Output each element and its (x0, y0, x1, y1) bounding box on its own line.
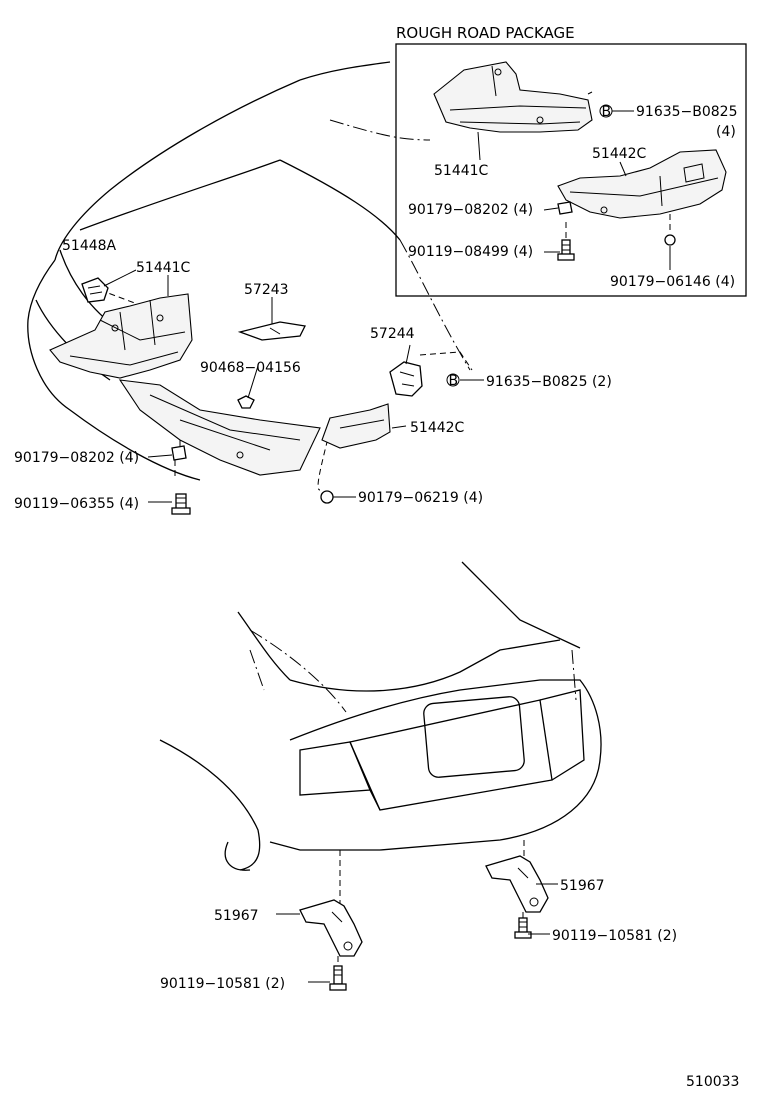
label-51442C: 51442C (410, 420, 465, 436)
callout-labels: 51441C 91635−B0825 (4) 51442C 90179−0820… (14, 104, 739, 1090)
b-marker-letter: B (449, 373, 459, 389)
part-57244 (389, 361, 423, 397)
label-51441C-inset: 51441C (434, 163, 489, 179)
label-91635-B0825-inset: 91635−B0825 (636, 104, 738, 120)
label-90179-08202: 90179−08202 (4) (14, 450, 139, 466)
b-marker-front: B (446, 373, 460, 389)
label-91635-qty-inset: (4) (716, 124, 736, 140)
part-51442C-front (321, 403, 391, 449)
part-90468-04156 (237, 395, 255, 409)
part-51441C-inset (433, 61, 593, 133)
label-57243: 57243 (244, 282, 289, 298)
figure-id: 510033 (686, 1074, 739, 1090)
part-51442C-front-left (118, 379, 321, 476)
label-90468-04156: 90468−04156 (200, 360, 301, 376)
part-51448A (81, 277, 109, 303)
label-51441C: 51441C (136, 260, 191, 276)
part-57243 (237, 321, 306, 341)
rear-leaders (276, 883, 558, 983)
part-90179-06219-nut (320, 490, 334, 504)
label-51448A: 51448A (62, 238, 117, 254)
label-90119-06355: 90119−06355 (4) (14, 496, 139, 512)
label-90179-08202-inset: 90179−08202 (4) (408, 202, 533, 218)
part-51441C-front (49, 293, 193, 379)
b-marker-inset: B (599, 104, 613, 120)
label-51967-right: 51967 (560, 878, 605, 894)
label-57244: 57244 (370, 326, 415, 342)
label-91635-B0825: 91635−B0825 (2) (486, 374, 612, 390)
label-51967-left: 51967 (214, 908, 259, 924)
part-51967-left (299, 899, 363, 957)
label-51442C-inset: 51442C (592, 146, 647, 162)
part-90179-08202-inset (557, 201, 573, 215)
label-90179-06146: 90179−06146 (4) (610, 274, 735, 290)
part-90179-06146-nut (664, 234, 676, 246)
label-90179-06219: 90179−06219 (4) (358, 490, 483, 506)
rough-road-package-inset: ROUGH ROAD PACKAGE B (395, 24, 747, 297)
label-90119-08499: 90119−08499 (4) (408, 244, 533, 260)
inset-title: ROUGH ROAD PACKAGE (396, 24, 575, 42)
front-leaders (103, 269, 484, 503)
part-90119-06355-bolt (171, 493, 191, 515)
part-90179-08202 (171, 445, 187, 461)
part-90119-10581-bolt-right (514, 917, 532, 939)
part-90119-08499-bolt (557, 239, 575, 261)
b-marker-inset-letter: B (602, 104, 612, 120)
part-51967-right (485, 855, 549, 913)
label-90119-10581-right: 90119−10581 (2) (552, 928, 677, 944)
rear-car-body (159, 561, 602, 910)
label-90119-10581-left: 90119−10581 (2) (160, 976, 285, 992)
part-90119-10581-bolt-left (329, 965, 347, 991)
